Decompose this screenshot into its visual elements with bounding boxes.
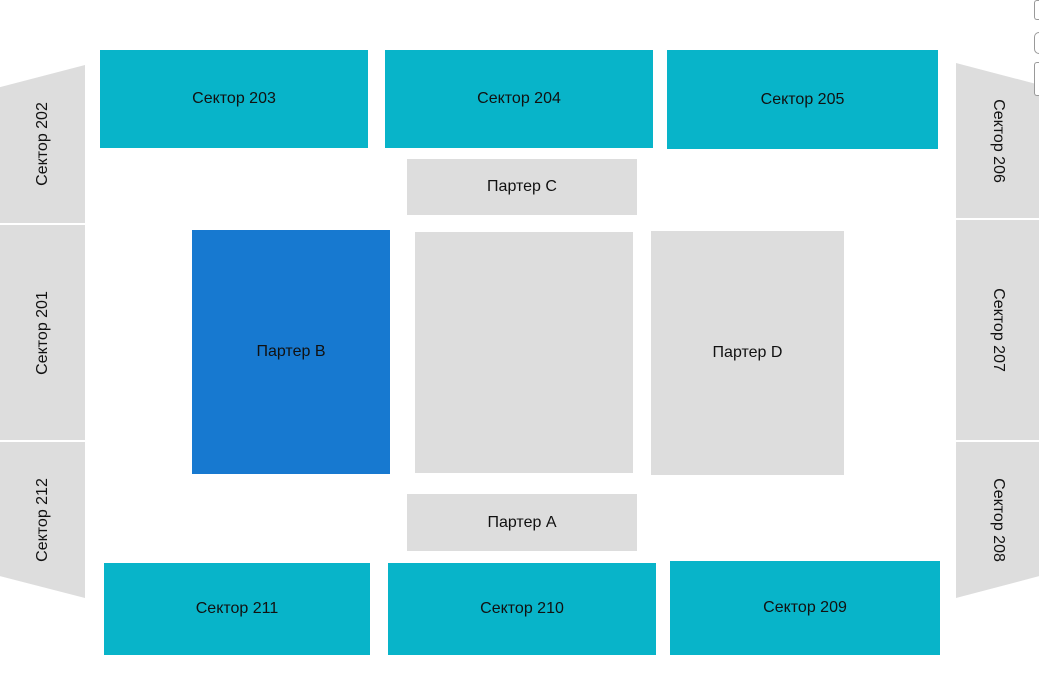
parter-c[interactable]: Партер C bbox=[407, 159, 637, 215]
parter-d-label: Партер D bbox=[712, 344, 783, 361]
sector-210-label: Сектор 210 bbox=[480, 600, 564, 617]
sector-209-label: Сектор 209 bbox=[763, 599, 847, 616]
sector-206[interactable]: Сектор 206 bbox=[956, 63, 1039, 218]
zoom-out-button[interactable] bbox=[1034, 62, 1039, 96]
zoom-in-button[interactable] bbox=[1034, 0, 1039, 20]
sector-206-label: Сектор 206 bbox=[989, 98, 1007, 183]
sector-212-label: Сектор 212 bbox=[33, 478, 51, 562]
sector-208[interactable]: Сектор 208 bbox=[956, 442, 1039, 598]
sector-202[interactable]: Сектор 202 bbox=[0, 65, 85, 223]
sector-203-label: Сектор 203 bbox=[192, 90, 276, 107]
parter-a-label: Партер A bbox=[487, 513, 557, 531]
parter-b[interactable]: Партер B bbox=[192, 230, 390, 474]
parter-center bbox=[415, 232, 633, 473]
sector-205[interactable]: Сектор 205 bbox=[667, 50, 938, 149]
sector-204-label: Сектор 204 bbox=[477, 90, 561, 107]
sector-202-label: Сектор 202 bbox=[33, 102, 51, 186]
sector-209[interactable]: Сектор 209 bbox=[670, 561, 940, 655]
sector-205-label: Сектор 205 bbox=[760, 90, 845, 108]
sector-207-label: Сектор 207 bbox=[989, 288, 1007, 372]
parter-c-label: Партер C bbox=[487, 178, 557, 195]
sector-210[interactable]: Сектор 210 bbox=[388, 563, 656, 655]
parter-b-label: Партер B bbox=[256, 343, 326, 360]
sector-208-label: Сектор 208 bbox=[989, 478, 1007, 562]
sector-201[interactable]: Сектор 201 bbox=[0, 225, 85, 440]
sector-203[interactable]: Сектор 203 bbox=[100, 50, 368, 148]
zoom-reset-button[interactable] bbox=[1034, 32, 1039, 54]
sector-211[interactable]: Сектор 211 bbox=[104, 563, 370, 655]
zoom-controls[interactable] bbox=[1033, 0, 1039, 100]
sector-211-label: Сектор 211 bbox=[195, 600, 279, 617]
sector-201-label: Сектор 201 bbox=[33, 290, 51, 375]
parter-a[interactable]: Партер A bbox=[407, 494, 637, 551]
sector-212[interactable]: Сектор 212 bbox=[0, 442, 85, 598]
parter-d[interactable]: Партер D bbox=[651, 231, 844, 475]
sector-207[interactable]: Сектор 207 bbox=[956, 220, 1039, 440]
sector-204[interactable]: Сектор 204 bbox=[385, 50, 653, 148]
